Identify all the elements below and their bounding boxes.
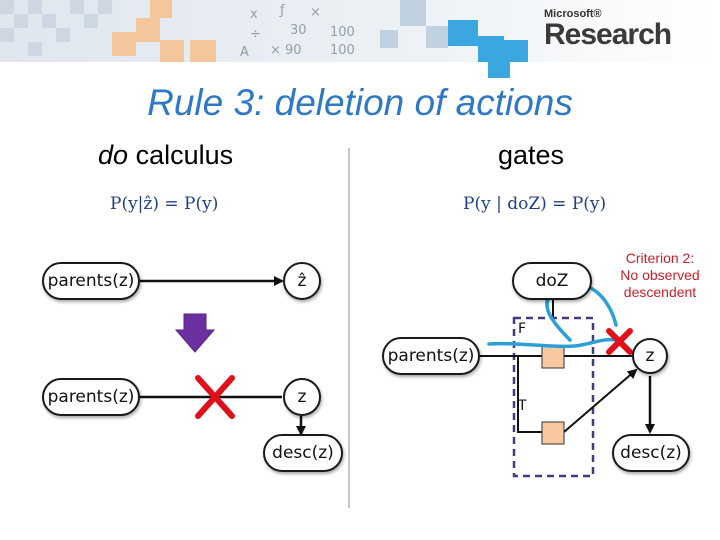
- microsoft-research-logo: Microsoft® Research: [540, 6, 710, 51]
- svg-text:ƒ: ƒ: [279, 3, 285, 18]
- right-edge-t-to-z: [563, 368, 638, 433]
- slide-title: Rule 3: deletion of actions: [147, 82, 573, 123]
- left-node-zhat: ẑ: [283, 262, 321, 300]
- gate-switch-t: [541, 421, 565, 445]
- svg-text:x: x: [250, 7, 258, 22]
- right-edge-to-t: [517, 356, 542, 433]
- right-heading: gates: [498, 140, 565, 170]
- right-node-z: z: [632, 338, 668, 374]
- left-node-parents-top: parents(z): [42, 262, 140, 300]
- criterion-line-3: descendent: [623, 284, 697, 300]
- left-node-desc: desc(z): [263, 434, 343, 472]
- open-path-line: [487, 337, 618, 349]
- gate-label-t: T: [518, 398, 527, 414]
- right-node-desc: desc(z): [612, 434, 690, 472]
- right-formula: P(y | doZ) = P(y): [463, 194, 607, 214]
- gate-box: [512, 316, 595, 478]
- gate-label-f: F: [518, 321, 527, 337]
- logo-company: Microsoft®: [544, 8, 602, 20]
- right-cross-icon: [606, 328, 633, 355]
- criterion-note: Criterion 2: No observed descendent: [605, 250, 715, 301]
- logo-division: Research: [544, 18, 672, 51]
- left-cross-icon: [195, 375, 235, 419]
- down-arrow-icon: [174, 313, 216, 353]
- right-node-doz: doZ: [512, 262, 592, 300]
- svg-text:30: 30: [290, 23, 307, 38]
- left-heading-text: calculus: [135, 140, 234, 170]
- left-formula: P(y|ẑ) = P(y): [110, 194, 219, 214]
- left-node-z: z: [283, 378, 321, 416]
- svg-text:×: ×: [310, 5, 321, 20]
- banner-graphic: x ƒ × ÷ 30 100 A × 90 100: [0, 0, 720, 78]
- criterion-line-1: Criterion 2:: [625, 250, 695, 266]
- right-node-parents: parents(z): [382, 337, 480, 375]
- criterion-line-2: No observed: [620, 267, 700, 283]
- svg-text:100: 100: [330, 25, 355, 40]
- svg-text:÷: ÷: [250, 27, 261, 42]
- left-heading-italic: do: [98, 140, 129, 170]
- gate-switch-f: [541, 345, 565, 369]
- left-node-parents-bottom: parents(z): [42, 378, 140, 416]
- svg-text:A: A: [240, 45, 249, 60]
- svg-text:100: 100: [330, 43, 355, 58]
- left-heading: do calculus: [98, 140, 233, 171]
- svg-text:× 90: × 90: [270, 43, 302, 58]
- header-banner: x ƒ × ÷ 30 100 A × 90 100 Microsoft® Research: [0, 0, 720, 78]
